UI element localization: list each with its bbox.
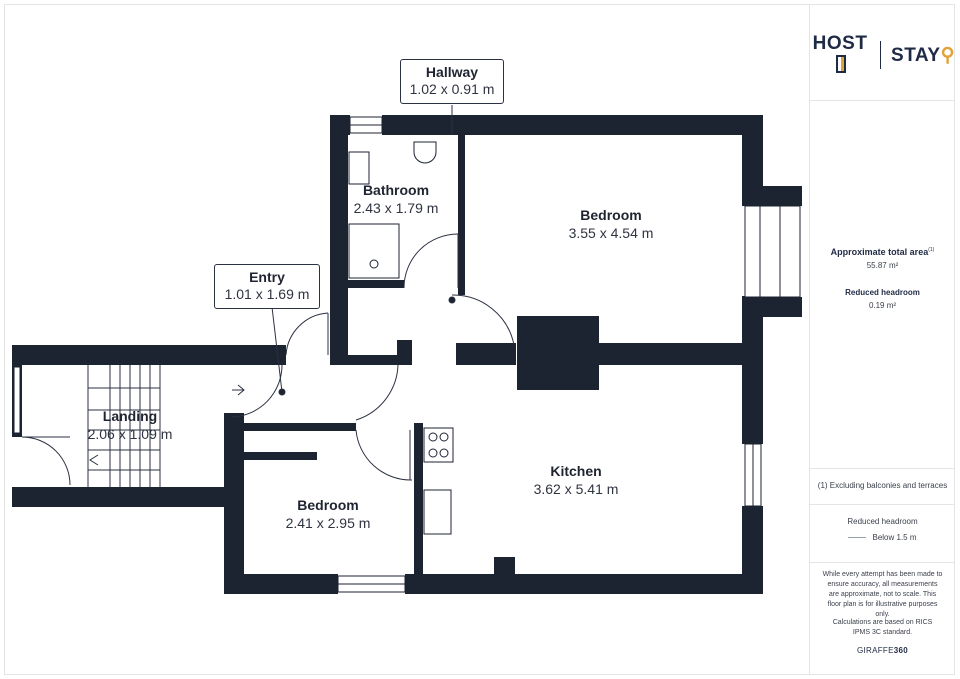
window-lines: [338, 124, 781, 585]
disclaimer: While every attempt has been made to ens…: [822, 571, 943, 618]
wall: [742, 186, 802, 206]
reduced-headroom: Reduced headroom 0.19 m²: [810, 288, 955, 311]
reduced-headroom-label: Reduced headroom: [845, 288, 920, 297]
kitchen-sink: [423, 489, 452, 535]
logo-stay: STAY⚲: [891, 44, 955, 66]
chimney: [517, 316, 599, 390]
bedroom2-label: Bedroom 2.41 x 2.95 m: [248, 496, 408, 532]
divider: [810, 504, 955, 505]
exclusion-note: (1) Excluding balconies and terraces: [817, 481, 948, 490]
wall: [330, 115, 348, 358]
door-swing: [451, 294, 515, 346]
entry-name: Entry: [249, 269, 285, 285]
calculation-note: Calculations are based on RICS IPMS 3C s…: [832, 619, 933, 636]
landing-name: Landing: [102, 408, 158, 424]
arrow-right-icon: [232, 384, 245, 396]
sink: [348, 151, 370, 185]
door-swing: [285, 312, 329, 356]
doors: [21, 233, 515, 486]
wall: [742, 296, 763, 444]
logo-separator: [880, 41, 882, 69]
door-swing: [355, 429, 413, 481]
total-area-label: Approximate total area(1): [830, 247, 935, 257]
door-swing: [21, 436, 71, 486]
bedroom1-name: Bedroom: [580, 207, 642, 223]
door-swing: [355, 364, 399, 421]
stair-arrow-icon: [89, 454, 99, 466]
bathroom-name: Bathroom: [362, 182, 430, 198]
provider-brand: GIRAFFE360: [856, 646, 909, 655]
wall: [742, 297, 802, 317]
wall: [224, 413, 244, 594]
bedroom1-dims: 3.55 x 4.54 m: [568, 225, 654, 241]
landing-label: Landing 2.06 x 1.09 m: [50, 407, 210, 443]
bathroom-dims: 2.43 x 1.79 m: [353, 200, 439, 216]
wall: [414, 423, 423, 483]
wall: [458, 135, 465, 295]
bedroom2-name: Bedroom: [297, 497, 359, 513]
bedroom1-label: Bedroom 3.55 x 4.54 m: [531, 206, 691, 242]
map-pin-icon: ⚲: [940, 44, 955, 66]
sidebar: HOST STAY⚲ Approximate total area(1) 55.…: [809, 4, 955, 675]
kitchen-name: Kitchen: [550, 463, 602, 479]
wall: [224, 574, 338, 594]
landing-dims: 2.06 x 1.09 m: [87, 426, 173, 442]
wall: [330, 355, 412, 365]
wall: [244, 423, 356, 431]
bedroom2-dims: 2.41 x 2.95 m: [285, 515, 371, 531]
wall: [12, 345, 286, 365]
wall: [494, 557, 515, 574]
hallway-dims: 1.02 x 0.91 m: [409, 81, 495, 97]
wall: [346, 280, 404, 288]
wall: [742, 115, 763, 206]
shower-tray: [348, 223, 400, 279]
kitchen-dims: 3.62 x 5.41 m: [533, 481, 619, 497]
wall: [397, 340, 412, 365]
wall: [244, 452, 317, 460]
legend-item-label: Below 1.5 m: [872, 533, 917, 542]
legend-line-icon: [848, 537, 867, 538]
window: [744, 205, 801, 298]
legend-title: Reduced headroom: [847, 517, 918, 526]
hallway-name: Hallway: [425, 64, 479, 80]
logo-host: HOST: [810, 33, 870, 78]
wall: [224, 413, 244, 433]
toilet: [413, 141, 437, 164]
total-area-value: 55.87 m²: [866, 261, 899, 270]
entry-dims: 1.01 x 1.69 m: [224, 286, 310, 302]
hob: [423, 427, 454, 463]
entry-callout: Entry 1.01 x 1.69 m: [214, 264, 320, 309]
wall: [414, 483, 423, 574]
divider: [810, 100, 955, 101]
walls: [12, 115, 802, 594]
callout-pointers: [271, 105, 456, 396]
door-icon: [836, 54, 847, 73]
wall: [12, 487, 244, 507]
wall: [382, 115, 763, 135]
stairs: [87, 365, 245, 487]
hallway-callout: Hallway 1.02 x 0.91 m: [400, 59, 504, 104]
window: [13, 366, 21, 434]
door-swing: [403, 233, 459, 289]
fixtures: [348, 141, 454, 535]
wall: [405, 574, 763, 594]
wall: [456, 343, 516, 365]
brand-logo: HOST STAY⚲: [810, 33, 955, 73]
shower-drain: [369, 259, 379, 269]
divider: [810, 468, 955, 469]
kitchen-label: Kitchen 3.62 x 5.41 m: [496, 462, 656, 498]
wall: [598, 343, 742, 365]
floor-plan: [12, 105, 802, 594]
door-swing: [231, 364, 283, 418]
reduced-headroom-value: 0.19 m²: [868, 301, 897, 310]
page-frame: [4, 4, 955, 675]
legend-item: Below 1.5 m: [810, 532, 955, 543]
total-area: Approximate total area(1) 55.87 m²: [810, 247, 955, 271]
wall: [742, 506, 763, 594]
bathroom-label: Bathroom 2.43 x 1.79 m: [316, 181, 476, 217]
divider: [810, 562, 955, 563]
